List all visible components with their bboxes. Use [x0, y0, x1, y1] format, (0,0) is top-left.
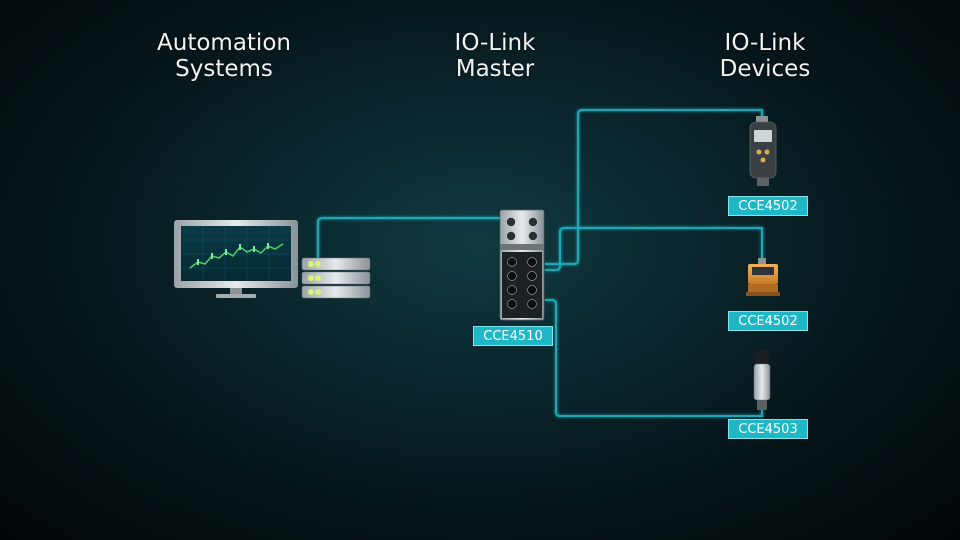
label-device1-model: CCE4502	[728, 196, 808, 216]
server-rack-icon	[301, 257, 371, 299]
flow-sensor-icon	[746, 258, 780, 296]
link-master-to-device3	[545, 299, 763, 417]
label-master-model: CCE4510	[473, 326, 553, 346]
label-device3-model: CCE4503	[728, 419, 808, 439]
heading-automation-systems: Automation Systems	[157, 30, 291, 82]
link-master-to-device2	[545, 227, 763, 271]
heading-io-link-master: IO-Link Master	[454, 30, 536, 82]
io-link-master-icon	[499, 209, 545, 321]
link-master-to-device1	[545, 109, 763, 265]
cylindrical-sensor-icon	[752, 348, 771, 410]
heading-io-link-devices: IO-Link Devices	[719, 30, 811, 82]
link-automation-to-master	[317, 217, 500, 258]
label-device2-model: CCE4502	[728, 311, 808, 331]
sensor-display-icon	[749, 116, 777, 186]
monitor-icon	[174, 220, 298, 298]
